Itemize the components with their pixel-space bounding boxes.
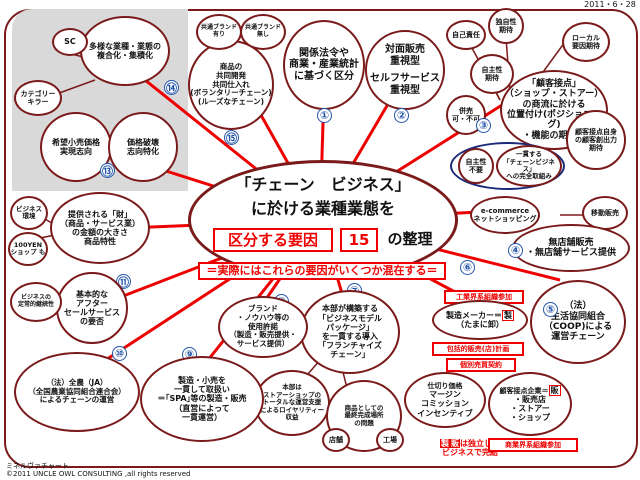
bubble-2: 対面販売 重視型 セルフサービス 重視型 [365,30,445,110]
bubble-13-b: 価格破壊 志向特化 [108,112,178,182]
sei-mark: 製 [502,309,514,321]
number-1: ① [317,108,332,123]
bubble-13-a: 希望小売価格 実現志向 [40,112,112,182]
bubble-3-self: 自己責任 [446,20,486,50]
bubble-7-factory: 工場 [376,428,404,452]
number-3: ③ [476,118,491,133]
bubble-4-ec: e-commerce ネットショッピング [470,196,540,234]
bubble-3-heiyo: 併売 可・不可 [446,95,486,135]
bubble-4-main: 無店舗販売 ・無店舗サービス提供 [512,224,630,272]
bubble-7-store: 店舗 [322,428,350,452]
central-title-2: に於ける業種業態を [250,199,395,218]
bubble-7-sub1: 本部は ストアーショップの トータルな運営支援 によるロイヤリティー 収益 [254,370,330,436]
sei2-mark: 製 [440,439,450,449]
bubble-12-env: ビジネス 環境 [10,196,48,230]
bubble-12-main: 提供される「財」 （商品・サービス業） の金額の大きさ 商品特性 [50,192,150,264]
number-6: ⑥ [460,260,475,275]
bubble-3-cust: 顧客接点自身 の顧客創出力 期待 [566,110,626,170]
footer-brand: ミネルヴァチャート [6,462,69,470]
bubble-3-chain: 一貫する 「チェーンビジネス」 への完全取組み [496,145,562,187]
footer-copyright: ©2011 UNCLE OWL CONSULTING ,all rights r… [6,470,191,478]
date-label: 2011・6・28 [584,0,636,9]
bubble-3-sel2: 自主性 不要 [458,148,494,184]
bubble-11-main: 基本的な アフター セールサービス の要否 [56,272,128,344]
indep-label: は独立した ビジネスで完結 [442,439,500,458]
bubble-3-auto: 自主性 期待 [470,54,514,94]
number-13: ⑬ [100,163,115,178]
number-5: ⑤ [543,302,558,317]
bubble-14-cat: カテゴリー キラー [14,80,62,116]
central-note: ＝実際にはこれらの要因がいくつか混在する＝ [198,262,446,280]
central-box-factor: 区分する要因 [213,228,333,252]
number-10: ⑩ [112,346,127,361]
bubble-15-pbyes: 共通ブランド 有り [196,14,242,50]
bubble-6-margin: 仕切り価格 マージン コミッション インセンティブ [404,372,486,428]
heiyo-kafu: 可・不可 [452,115,480,123]
bubble-9: 製造・小売を 一貫して取扱い ＝｢SPA｣等の製造・販売 （直営によって 一貫運… [140,356,264,442]
bubble-3-local: ローカル 要因期待 [562,22,610,62]
indep-line: 製販は独立した ビジネスで完結 [420,430,520,458]
bubble-15-pbno: 共通ブランド 無し [240,14,286,50]
bubble-14-main: 多様な業種・業態の 複合化・集積化 [80,16,170,86]
bubble-3-indep: 独自性 期待 [488,8,524,44]
central-bubble [188,160,458,280]
han2-mark: 販 [450,439,460,449]
central-title-3: の整理 [387,230,433,248]
bubble-6-cust: 顧客接点企業＝販 ・販売店 ・ストアー ・ショップ [488,372,572,436]
tama-label: （たまに卸） [456,320,504,329]
bubble-10: （法）全農（JA） （全国農業協同組合連合会） によるチェーンの運営 [14,352,140,432]
bubble-2-a: 対面販売 重視型 [385,44,425,67]
bubble-7-main: 本部が構築する 「ビジネスモデル パッケージ」 を一貫する導入 「フランチャイズ… [300,290,400,374]
bubble-1: 関係法令や 商業・産業統計 に基づく区分 [283,20,365,110]
bubble-2-b: セルフサービス 重視型 [370,73,440,96]
number-4: ④ [508,243,523,258]
cust-label: 顧客接点企業＝ [499,386,549,395]
shiire-label: 仕切り価格 [427,382,463,391]
number-15: ⑮ [224,130,239,145]
bubble-14-sc: SC [52,28,88,56]
number-2: ② [394,108,409,123]
central-title-1: 「チェーン ビジネス」 [235,175,411,194]
bubble-6-maker: 製造メーカー＝製 （たまに卸） [432,300,528,340]
bubble-12-100yen: 100YEN ショップ も [8,232,48,266]
number-14: ⑭ [164,80,179,95]
bubble-11-side: ビジネスの 定常的継続性 [10,282,62,322]
heiyo-label: 併売 [459,106,473,115]
bubble-8: ブランド ・ノウハウ等の 使用許諾 （製造・販売提供・ サービス提供） [218,296,308,358]
label-contract: 個別売買契約 [446,358,516,372]
bubble-15-main: 商品の 共同開発 共同仕入れ (ボランタリーチェーン) (ルーズなチェーン) [188,40,274,130]
sub2-label: 商品としての 最終完成場所 の問題 [344,403,384,427]
margin-label: マージン コミッション インセンティブ [417,390,473,418]
han-mark: 販 [548,384,561,396]
shop-label: ・販売店 ・ストアー ・ショップ [510,394,550,423]
central-box-number: 15 [340,228,378,252]
bubble-5: （法） 生活協同組合 （COOP)による 運営チェーン [530,280,626,364]
label-commerce-group: 商業界系組織参加 [488,438,578,452]
maker-label: 製造メーカー＝ [446,310,502,320]
label-sales-plan: 包括的販売(店)計画 [432,342,524,356]
